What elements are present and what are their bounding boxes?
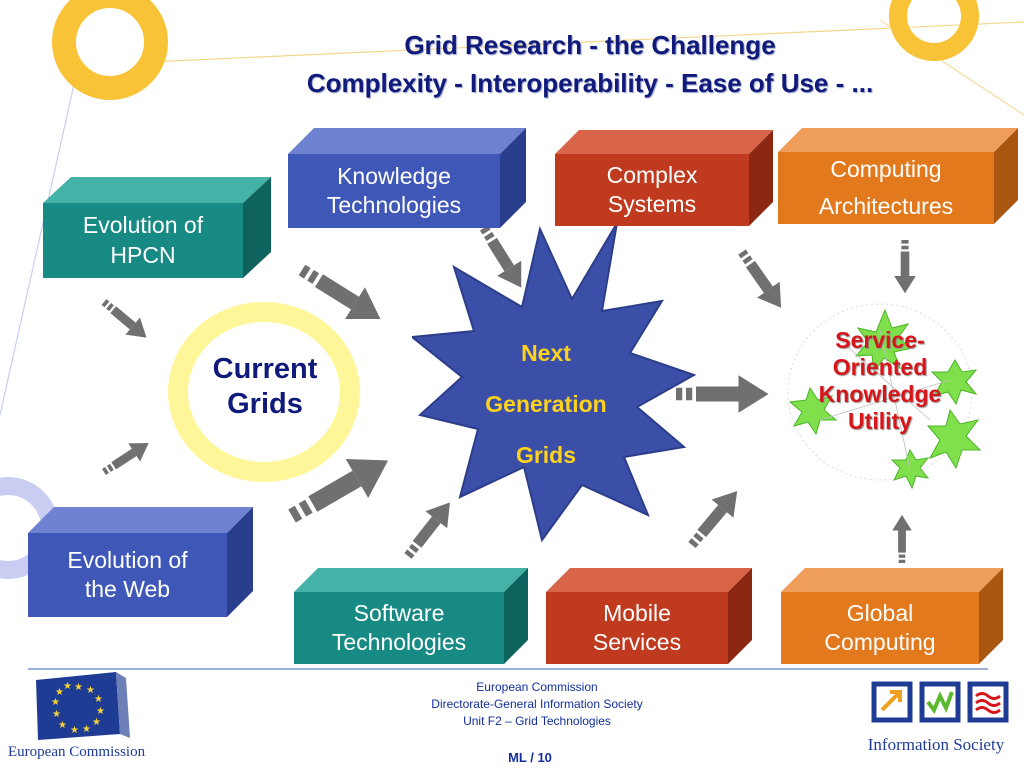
footer-org-block: European Commission Directorate-General … bbox=[362, 679, 712, 730]
information-society-label: Information Society bbox=[867, 735, 1005, 754]
current-grids-line2: Grids bbox=[227, 387, 303, 420]
footer-org-line3: Unit F2 – Grid Technologies bbox=[463, 714, 611, 728]
next-gen-line1: Next bbox=[521, 340, 571, 366]
eu-flag-icon: ★★★ ★★★ ★★★ ★★★ bbox=[36, 672, 130, 740]
svg-text:★: ★ bbox=[82, 724, 91, 735]
soku-line4: Utility bbox=[848, 407, 912, 434]
arrow-icon bbox=[96, 293, 154, 347]
svg-text:★: ★ bbox=[52, 709, 61, 720]
soku-line2: Oriented bbox=[832, 353, 928, 380]
slide-title-line2: Complexity - Interoperability - Ease of … bbox=[306, 68, 874, 98]
box-computing-architectures: Computing Architectures bbox=[778, 128, 1018, 224]
svg-text:★: ★ bbox=[51, 697, 60, 708]
soku-line1: Service- bbox=[835, 327, 925, 353]
svg-text:★: ★ bbox=[96, 706, 105, 717]
box-evolution-web: Evolution of the Web bbox=[28, 507, 253, 617]
next-gen-line3: Grids bbox=[515, 442, 577, 468]
footer-org-line2: Directorate-General Information Society bbox=[431, 697, 643, 711]
box-mobile-services-label: Mobile Services bbox=[546, 592, 728, 664]
box-evolution-hpcn: Evolution of HPCN bbox=[43, 177, 271, 278]
svg-text:★: ★ bbox=[86, 685, 95, 696]
box-mobile-services: Mobile Services bbox=[546, 568, 752, 664]
box-knowledge-technologies: Knowledge Technologies bbox=[288, 128, 526, 228]
arrow-icon bbox=[892, 514, 912, 563]
box-complex-systems: Complex Systems bbox=[555, 130, 773, 226]
svg-text:★: ★ bbox=[55, 687, 64, 698]
service-oriented-globe bbox=[787, 303, 982, 490]
svg-text:★: ★ bbox=[92, 717, 101, 728]
svg-text:★: ★ bbox=[94, 694, 103, 705]
box-software-technologies-label: Software Technologies bbox=[294, 592, 504, 664]
current-grids-label: Current Grids bbox=[190, 352, 340, 422]
svg-text:★: ★ bbox=[70, 725, 79, 736]
box-evolution-web-label: Evolution of the Web bbox=[28, 533, 227, 617]
box-software-technologies: Software Technologies bbox=[294, 568, 528, 664]
current-grids-ring bbox=[168, 302, 360, 482]
next-generation-label: Next Generation Grids bbox=[460, 328, 632, 481]
slide-title-line1: Grid Research - the Challenge bbox=[404, 30, 776, 60]
arrow-icon bbox=[894, 240, 916, 294]
box-knowledge-technologies-label: Knowledge Technologies bbox=[288, 154, 500, 228]
box-global-computing-label: Global Computing bbox=[781, 592, 979, 664]
information-society-logo: Information Society bbox=[848, 678, 1024, 766]
service-oriented-label: Service- Oriented Knowledge Utility bbox=[790, 327, 970, 435]
eu-label: European Commission bbox=[8, 744, 146, 760]
current-grids-line1: Current bbox=[212, 353, 318, 385]
arrow-icon bbox=[98, 433, 155, 482]
box-evolution-hpcn-label: Evolution of HPCN bbox=[43, 203, 243, 278]
footer-divider bbox=[28, 668, 988, 670]
eu-logo: ★★★ ★★★ ★★★ ★★★ European Commission bbox=[8, 672, 158, 766]
next-gen-line2: Generation bbox=[485, 391, 607, 417]
information-society-logo-icon bbox=[871, 681, 1009, 723]
box-complex-systems-label: Complex Systems bbox=[555, 154, 749, 226]
page-number: ML / 10 bbox=[508, 750, 552, 765]
svg-text:★: ★ bbox=[58, 720, 67, 731]
soku-line3: Knowledge bbox=[818, 380, 942, 407]
box-global-computing: Global Computing bbox=[781, 568, 1003, 664]
svg-text:★: ★ bbox=[74, 682, 83, 693]
svg-text:★: ★ bbox=[63, 681, 72, 692]
box-computing-architectures-label: Computing Architectures bbox=[778, 152, 994, 224]
next-generation-star bbox=[412, 222, 697, 543]
footer-org-line1: European Commission bbox=[476, 680, 598, 694]
